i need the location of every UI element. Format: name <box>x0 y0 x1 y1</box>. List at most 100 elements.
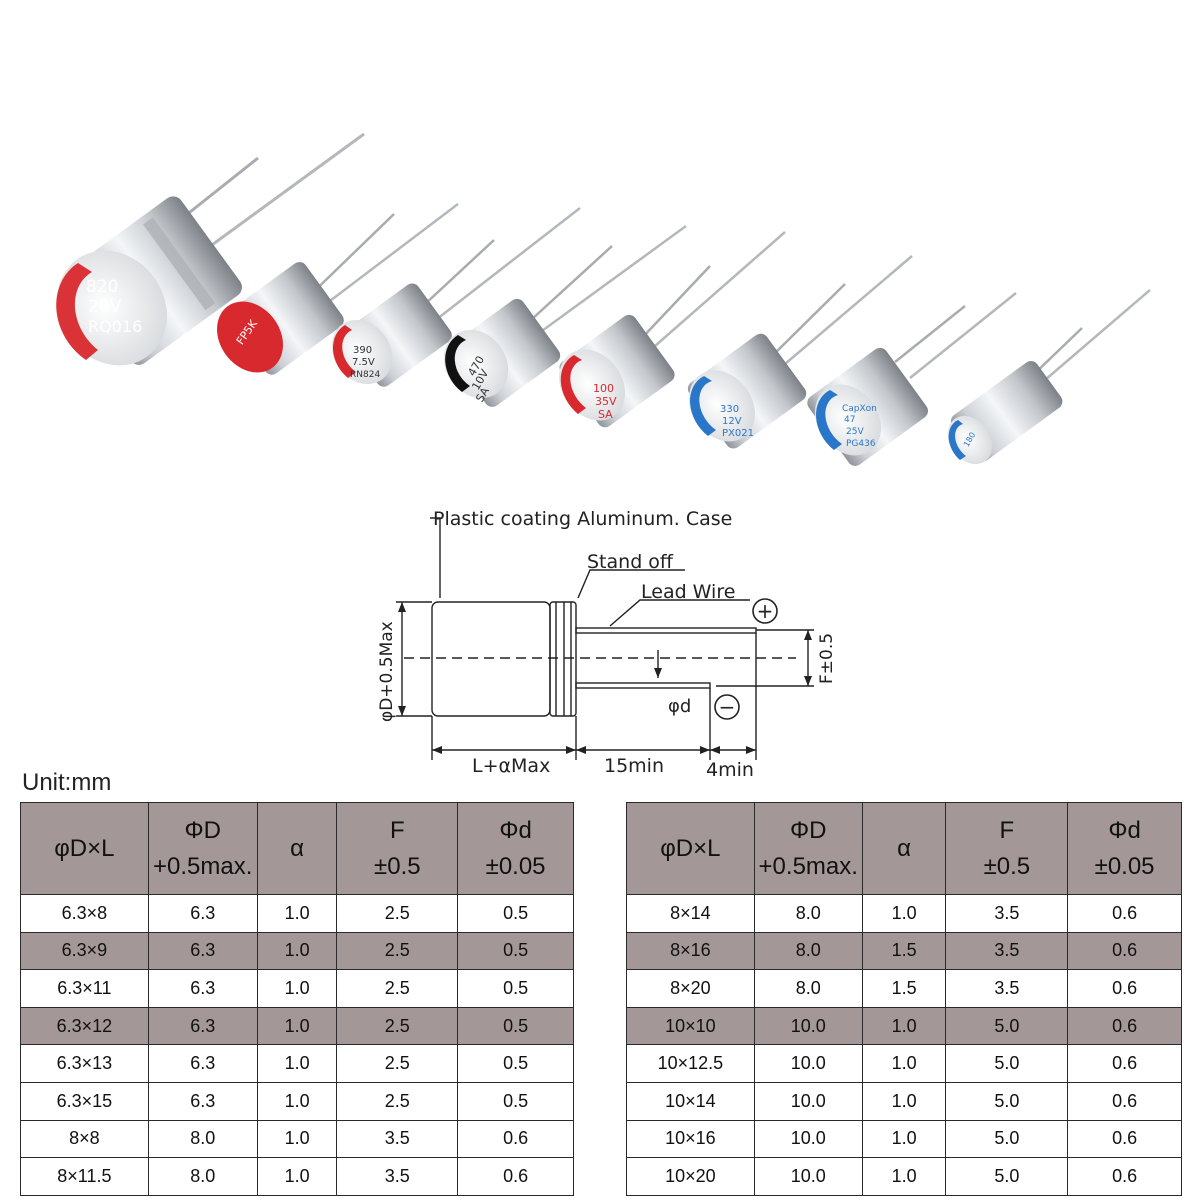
cell-wire-diameter: 0.6 <box>1067 1081 1182 1121</box>
cell-diameter: 6.3 <box>147 1006 258 1046</box>
cell-size: 10×20 <box>626 1157 755 1196</box>
capacitor-5: 100 35V SA <box>559 231 786 428</box>
lead-length-label: 15min <box>604 755 664 777</box>
offset-label: 4min <box>706 759 754 781</box>
cell-diameter: 10.0 <box>753 1081 863 1121</box>
capacitor-1: 820 20V RQ016 <box>56 132 365 366</box>
cell-pitch: 5.0 <box>945 1119 1069 1159</box>
capacitor-1-voltage: 20V <box>88 297 122 317</box>
cell-alpha: 1.0 <box>256 969 338 1008</box>
header-diameter: ΦD+0.5max. <box>147 802 258 895</box>
cell-diameter: 10.0 <box>753 1006 863 1046</box>
capacitor-7: CapXon 47 25V PG436 <box>807 292 1017 466</box>
capacitor-7-voltage: 25V <box>846 427 864 437</box>
positive-terminal-icon <box>752 598 778 624</box>
lead-wire-label: Lead Wire <box>641 581 735 603</box>
capacitor-product-photo: 820 20V RQ016 FP5K 390 7.5V RN824 47 <box>56 132 1151 466</box>
dimension-diagram: + − Plastic coating Aluminum. Case Stand… <box>377 508 837 781</box>
cell-wire-diameter: 0.6 <box>1067 969 1182 1008</box>
header-size: φD×L <box>626 802 755 895</box>
cell-size: 8×14 <box>626 894 755 933</box>
capacitor-6-value: 330 <box>720 404 739 415</box>
cell-diameter: 6.3 <box>147 931 258 971</box>
capacitor-1-value: 820 <box>86 277 118 297</box>
cell-alpha: 1.0 <box>256 894 338 933</box>
header-alpha: α <box>256 802 338 895</box>
cell-alpha: 1.0 <box>861 1044 947 1083</box>
capacitor-8: 180 <box>947 289 1151 465</box>
cell-pitch: 3.5 <box>945 894 1069 933</box>
cell-alpha: 1.0 <box>861 894 947 933</box>
pitch-label: F±0.5 <box>817 633 837 684</box>
cell-alpha: 1.0 <box>861 1006 947 1046</box>
cell-diameter: 8.0 <box>147 1119 258 1159</box>
cell-diameter: 8.0 <box>753 894 863 933</box>
cell-size: 6.3×13 <box>20 1044 149 1083</box>
cell-pitch: 3.5 <box>945 931 1069 971</box>
cell-alpha: 1.0 <box>861 1081 947 1121</box>
cell-alpha: 1.5 <box>861 969 947 1008</box>
cell-wire-diameter: 0.6 <box>1067 1044 1182 1083</box>
cell-wire-diameter: 0.5 <box>457 931 574 971</box>
cell-size: 8×8 <box>20 1119 149 1159</box>
cell-size: 10×10 <box>626 1006 755 1046</box>
cell-alpha: 1.0 <box>256 1006 338 1046</box>
cell-wire-diameter: 0.6 <box>457 1119 574 1159</box>
capacitor-4: 470 10V SA <box>443 224 687 407</box>
cell-pitch: 2.5 <box>336 1006 459 1046</box>
capacitor-5-value: 100 <box>593 382 614 395</box>
cell-diameter: 8.0 <box>753 931 863 971</box>
cell-pitch: 3.5 <box>945 969 1069 1008</box>
cell-pitch: 5.0 <box>945 1006 1069 1046</box>
cell-wire-diameter: 0.6 <box>1067 1157 1182 1196</box>
cell-pitch: 2.5 <box>336 894 459 933</box>
cell-size: 6.3×9 <box>20 931 149 971</box>
capacitor-2: FP5K <box>217 203 459 375</box>
cell-wire-diameter: 0.5 <box>457 1044 574 1083</box>
table-header-row: φD×L ΦD+0.5max. α F±0.5 Φd±0.05 <box>20 802 574 895</box>
cell-diameter: 6.3 <box>147 1044 258 1083</box>
cell-pitch: 5.0 <box>945 1081 1069 1121</box>
cell-wire-diameter: 0.6 <box>1067 1006 1182 1046</box>
cell-size: 6.3×11 <box>20 969 149 1008</box>
case-label: Plastic coating Aluminum. Case <box>433 508 732 530</box>
cell-alpha: 1.0 <box>256 1044 338 1083</box>
capacitor-3-voltage: 7.5V <box>352 357 375 368</box>
cell-alpha: 1.0 <box>256 1119 338 1159</box>
header-wire-diameter: Φd±0.05 <box>457 802 574 895</box>
header-pitch: F±0.5 <box>945 802 1069 895</box>
diameter-label: φD+0.5Max <box>377 621 397 722</box>
capacitor-case-outline <box>431 601 551 717</box>
capacitor-7-code: PG436 <box>846 439 876 449</box>
capacitor-3-code: RN824 <box>350 370 380 380</box>
cell-wire-diameter: 0.5 <box>457 894 574 933</box>
lead-wire-positive <box>575 627 757 634</box>
cell-wire-diameter: 0.6 <box>1067 931 1182 971</box>
cell-diameter: 8.0 <box>147 1157 258 1196</box>
cell-diameter: 6.3 <box>147 894 258 933</box>
cell-size: 10×16 <box>626 1119 755 1159</box>
header-size: φD×L <box>20 802 149 895</box>
cell-size: 10×12.5 <box>626 1044 755 1083</box>
cell-diameter: 6.3 <box>147 1081 258 1121</box>
cell-wire-diameter: 0.5 <box>457 1081 574 1121</box>
cell-pitch: 5.0 <box>945 1044 1069 1083</box>
table-header-row: φD×L ΦD+0.5max. α F±0.5 Φd±0.05 <box>626 802 1182 895</box>
cell-size: 8×20 <box>626 969 755 1008</box>
cell-size: 6.3×12 <box>20 1006 149 1046</box>
